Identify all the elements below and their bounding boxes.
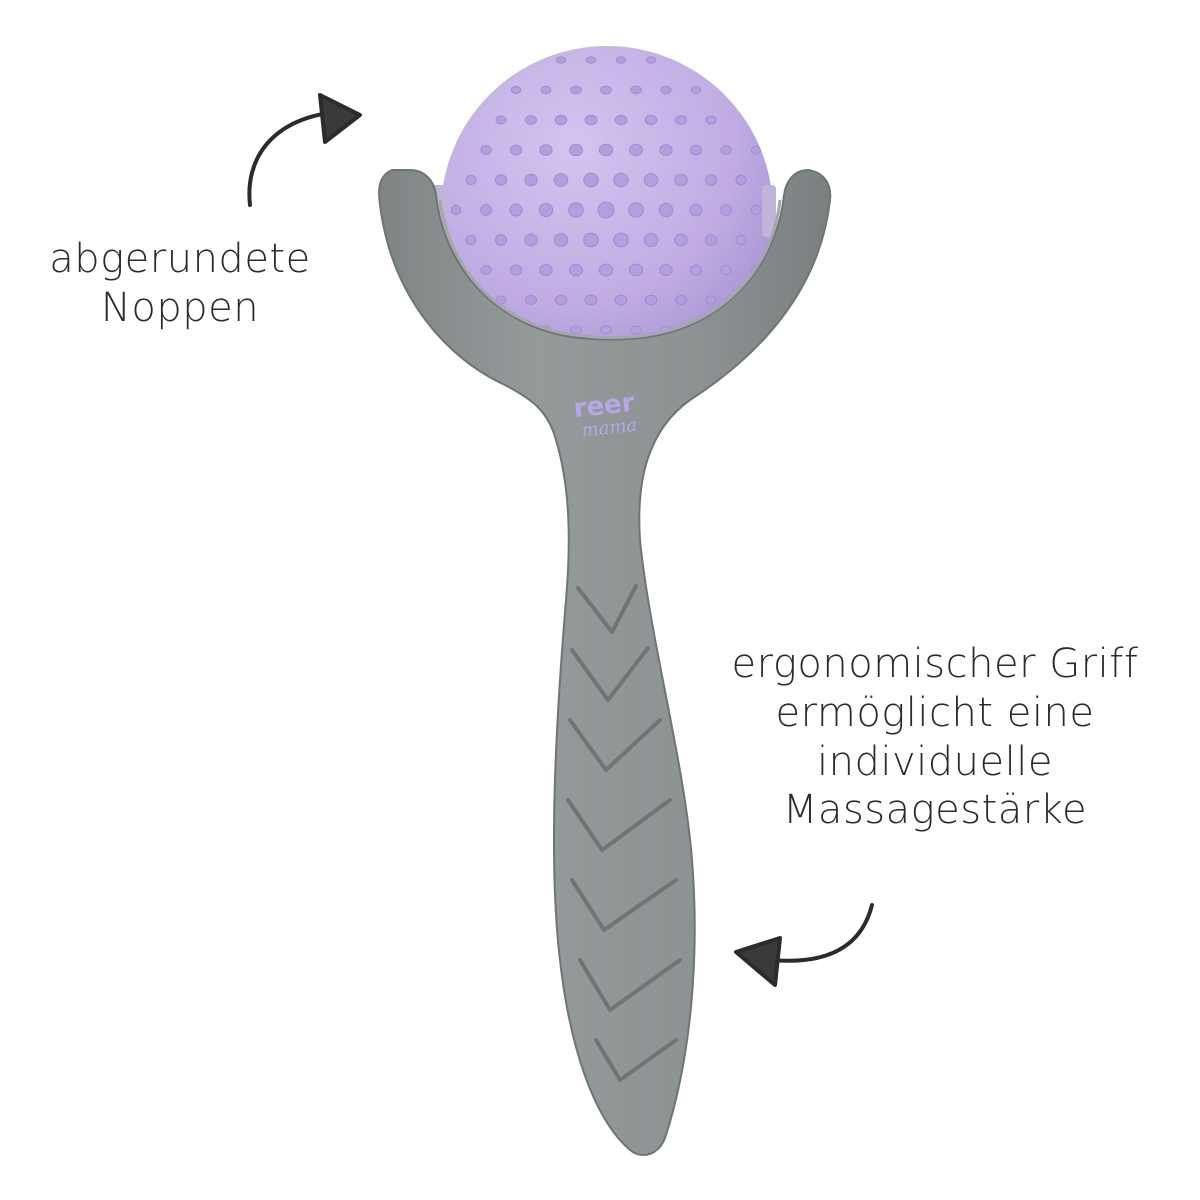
ball-nub bbox=[525, 295, 537, 305]
ball-nub bbox=[675, 115, 687, 125]
ball-nub bbox=[689, 203, 703, 217]
ball-nub bbox=[644, 114, 658, 126]
ball-nub bbox=[614, 114, 628, 126]
ball-nub bbox=[750, 204, 762, 216]
ball-nub bbox=[645, 56, 657, 64]
ball-nub bbox=[555, 56, 567, 64]
ball-nub bbox=[597, 201, 615, 219]
ball-nub bbox=[704, 174, 718, 186]
ball-nub bbox=[598, 143, 614, 157]
ball-nub bbox=[659, 264, 673, 276]
ball-nub bbox=[510, 86, 522, 94]
ball-nub bbox=[554, 114, 568, 126]
ball-nub bbox=[585, 56, 597, 64]
ball-nub bbox=[554, 294, 568, 306]
annotation-top-line1: abgerundete bbox=[49, 236, 311, 282]
handle bbox=[378, 168, 832, 1156]
ball-nub bbox=[630, 85, 642, 95]
ball-nub bbox=[524, 173, 538, 187]
ball-nub bbox=[704, 234, 718, 246]
brand-logo: reer mama bbox=[572, 388, 638, 442]
ball-nub bbox=[494, 174, 508, 186]
ball-nub bbox=[600, 85, 612, 95]
annotation-bottom-line4: Massagestärke bbox=[782, 787, 1088, 834]
ball-nub bbox=[509, 264, 523, 276]
ball-nub bbox=[480, 265, 492, 275]
ball-nub bbox=[553, 173, 569, 187]
ball-nub bbox=[480, 204, 492, 216]
ball-nub bbox=[568, 263, 584, 277]
ball-nub bbox=[720, 204, 732, 216]
ball-nub bbox=[598, 263, 614, 277]
ball-nub bbox=[689, 144, 703, 156]
ball-nub bbox=[584, 114, 598, 126]
ball-nub bbox=[540, 85, 552, 95]
ball-nub bbox=[689, 264, 703, 276]
grip-chevrons bbox=[566, 584, 682, 1082]
ball-nub bbox=[569, 143, 583, 157]
annotation-rounded-nubs: abgerundete Noppen bbox=[20, 235, 340, 333]
ball-nub bbox=[751, 145, 761, 155]
ball-nub bbox=[613, 232, 629, 248]
ball-nub bbox=[584, 294, 598, 306]
ball-nub bbox=[615, 56, 627, 64]
ball-nub bbox=[539, 264, 553, 276]
ball-nub bbox=[614, 294, 628, 306]
ball-nub bbox=[538, 202, 554, 218]
ball-nub bbox=[705, 295, 717, 305]
annotation-ergonomic-grip: ergonomischer Griff ermöglicht eine indi… bbox=[720, 640, 1150, 835]
ball-nub bbox=[643, 173, 659, 187]
ball-nub bbox=[720, 265, 732, 275]
ball-nub bbox=[495, 115, 507, 125]
ball-nub bbox=[660, 85, 672, 95]
ball-nub bbox=[570, 325, 582, 335]
ball-nub bbox=[568, 202, 584, 218]
annotation-bottom-line3: individuelle bbox=[817, 738, 1053, 785]
ball-nub bbox=[658, 202, 674, 218]
ball-nub bbox=[630, 325, 642, 335]
arrow-up-right-icon bbox=[247, 93, 362, 207]
ball-nub bbox=[583, 172, 599, 188]
ball-nubs bbox=[450, 56, 762, 364]
ball-nub bbox=[524, 233, 538, 247]
ball-nub bbox=[735, 174, 747, 186]
ball-nub bbox=[495, 295, 507, 305]
ball-nub bbox=[628, 263, 644, 277]
annotation-bottom-line1: ergonomischer Griff bbox=[731, 641, 1139, 687]
ball-nub bbox=[643, 233, 659, 247]
ball-nub bbox=[450, 204, 462, 216]
ball-nub bbox=[480, 145, 492, 155]
ball-nub bbox=[735, 234, 747, 246]
ball-nub bbox=[644, 294, 658, 306]
ball-nub bbox=[674, 233, 688, 247]
logo-main: reer bbox=[572, 388, 636, 424]
ball-nub bbox=[465, 174, 477, 186]
ball-nub bbox=[465, 234, 477, 246]
annotation-top-line2: Noppen bbox=[100, 284, 260, 331]
axle-pin-right bbox=[762, 185, 776, 237]
ball-nub bbox=[628, 202, 644, 218]
annotation-bottom-line2: ermöglicht eine bbox=[775, 689, 1095, 736]
ball-nub bbox=[600, 325, 612, 335]
ball-nub bbox=[553, 233, 569, 247]
ball-nub bbox=[705, 115, 717, 125]
ball-nub bbox=[674, 173, 688, 187]
ball-nub bbox=[720, 145, 732, 155]
arrow-left-icon bbox=[734, 903, 874, 987]
ball-nub bbox=[613, 172, 629, 188]
ball-nub bbox=[659, 144, 673, 156]
ball-nub bbox=[570, 85, 582, 95]
ball-nub bbox=[494, 234, 508, 246]
ball-nub bbox=[690, 86, 702, 94]
ball-nub bbox=[509, 144, 523, 156]
ball-nub bbox=[509, 203, 523, 217]
ball-nub bbox=[539, 144, 553, 156]
massage-ball bbox=[441, 46, 773, 378]
ball-nub bbox=[629, 143, 643, 157]
ball-nub bbox=[583, 232, 599, 248]
ball-nub bbox=[675, 295, 687, 305]
ball-nub bbox=[525, 115, 537, 125]
